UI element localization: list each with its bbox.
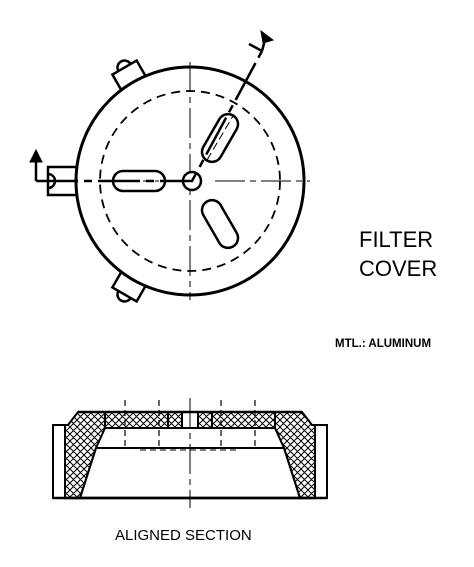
- section-right-flange: [314, 424, 328, 499]
- slot-lower-right: [200, 198, 240, 250]
- material-note: MTL.: ALUMINUM: [335, 338, 431, 350]
- section-view: [52, 398, 328, 508]
- section-left-flange: [52, 424, 66, 499]
- title-line-1: FILTER: [359, 227, 433, 252]
- title-line-2: COVER: [359, 256, 437, 281]
- section-label: ALIGNED SECTION: [115, 527, 252, 544]
- cutting-plane-line: [29, 29, 275, 183]
- plan-view: [29, 29, 310, 304]
